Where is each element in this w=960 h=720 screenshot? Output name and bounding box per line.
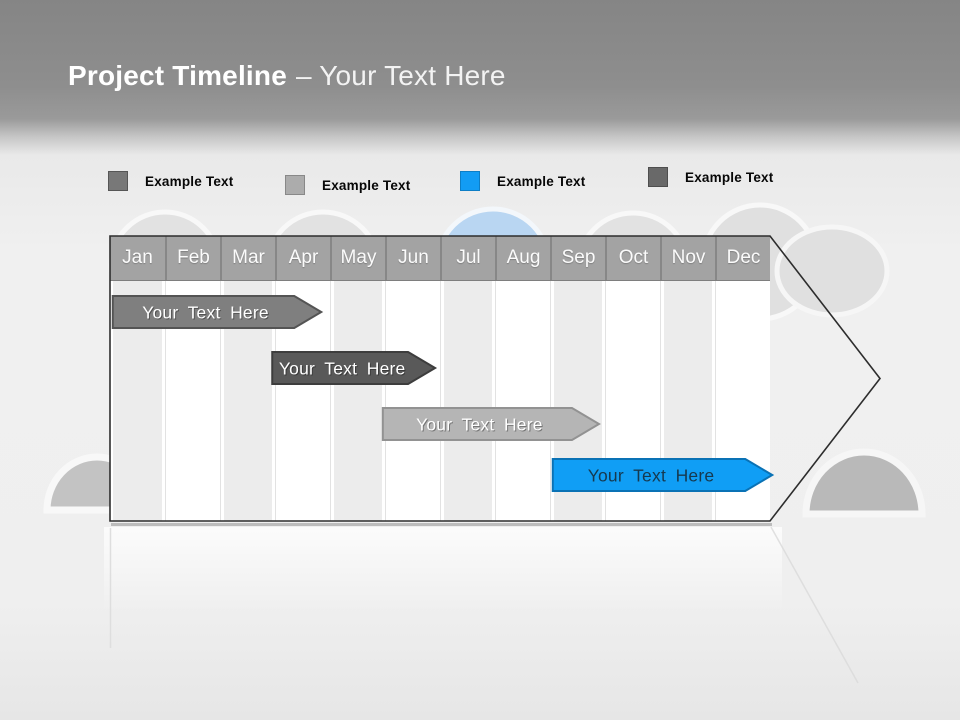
month-cell[interactable]: Jun [385, 236, 440, 280]
grid-column [550, 281, 605, 521]
grid-column [605, 281, 660, 521]
grid-column [495, 281, 550, 521]
grid-column [715, 281, 770, 521]
month-cell[interactable]: Apr [275, 236, 330, 280]
person-shoulders-icon [802, 448, 926, 518]
month-cell[interactable]: Nov [660, 236, 715, 280]
month-cell[interactable]: Feb [165, 236, 220, 280]
grid-column [330, 281, 385, 521]
grid-column [165, 281, 220, 521]
grid-column [660, 281, 715, 521]
legend-label: Example Text [145, 173, 234, 189]
grid-column [110, 281, 165, 521]
grid-column [440, 281, 495, 521]
page-title-rest: – Your Text Here [295, 60, 506, 91]
month-cell[interactable]: Mar [220, 236, 275, 280]
legend-item[interactable]: Example Text [108, 171, 233, 191]
month-cell[interactable]: Aug [495, 236, 550, 280]
timeline-reflection [104, 527, 782, 612]
month-cell[interactable]: Jul [440, 236, 495, 280]
legend-swatch-gray [648, 167, 668, 187]
page-title: Project Timeline – Your Text Here [68, 60, 506, 92]
person-head-icon [774, 224, 890, 318]
grid-column [385, 281, 440, 521]
legend-item[interactable]: Example Text [285, 175, 410, 195]
legend-label: Example Text [685, 169, 774, 185]
month-cell[interactable]: Jan [110, 236, 165, 280]
legend-label: Example Text [497, 173, 586, 189]
month-cell[interactable]: Sep [550, 236, 605, 280]
grid-column [275, 281, 330, 521]
month-cell[interactable]: Oct [605, 236, 660, 280]
legend-swatch-lightgray [285, 175, 305, 195]
legend-item[interactable]: Example Text [648, 167, 773, 187]
legend-swatch-blue [460, 171, 480, 191]
timeline-grid [110, 281, 770, 521]
legend-label: Example Text [322, 177, 411, 193]
legend-swatch-darkgray [108, 171, 128, 191]
legend-item[interactable]: Example Text [460, 171, 585, 191]
page-title-bold: Project Timeline [68, 60, 287, 91]
grid-column [220, 281, 275, 521]
month-cell[interactable]: May [330, 236, 385, 280]
month-cell[interactable]: Dec [715, 236, 770, 280]
